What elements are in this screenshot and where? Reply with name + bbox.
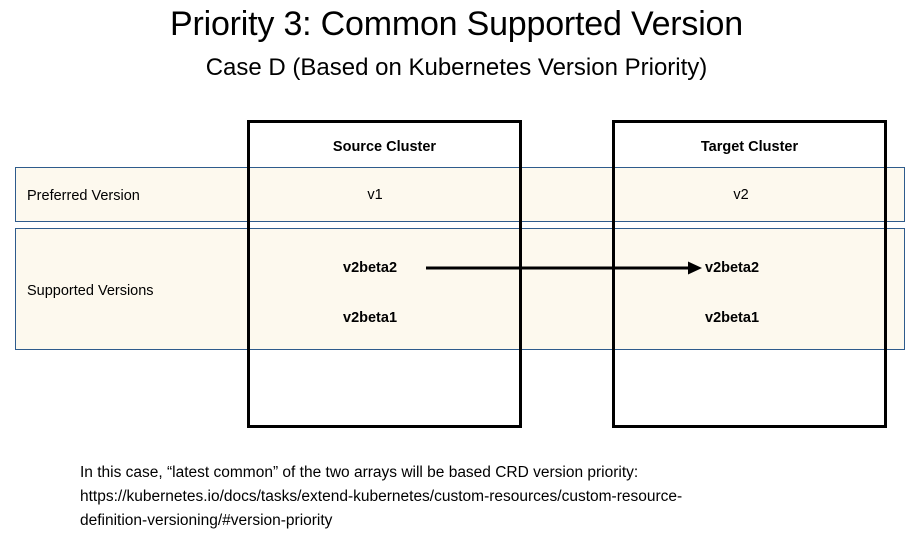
caption-line-1: In this case, “latest common” of the two… — [80, 464, 639, 481]
cell-supported-version-source-1: v2beta1 — [343, 310, 398, 326]
caption-block: In this case, “latest common” of the two… — [80, 461, 870, 533]
cell-supported-version-source-0: v2beta2 — [343, 260, 398, 276]
cell-preferred-version-target: v2 — [733, 187, 749, 203]
table-row-preferred-version: Preferred Version — [15, 167, 905, 222]
mapping-arrow-icon — [426, 261, 702, 275]
table-row-supported-versions: Supported Versions — [15, 228, 905, 350]
page-subtitle: Case D (Based on Kubernetes Version Prio… — [205, 54, 708, 81]
cell-preferred-version-source: v1 — [367, 187, 383, 203]
page-title: Priority 3: Common Supported Version — [170, 5, 743, 43]
row-label-preferred-version: Preferred Version — [27, 188, 140, 204]
row-label-supported-versions: Supported Versions — [27, 283, 154, 299]
caption-line-3: definition-versioning/#version-priority — [80, 512, 333, 529]
caption-line-2: https://kubernetes.io/docs/tasks/extend-… — [80, 488, 683, 505]
cell-supported-version-target-1: v2beta1 — [705, 310, 760, 326]
source-cluster-header: Source Cluster — [332, 139, 437, 155]
target-cluster-header: Target Cluster — [700, 139, 799, 155]
cell-supported-version-target-0: v2beta2 — [705, 260, 760, 276]
